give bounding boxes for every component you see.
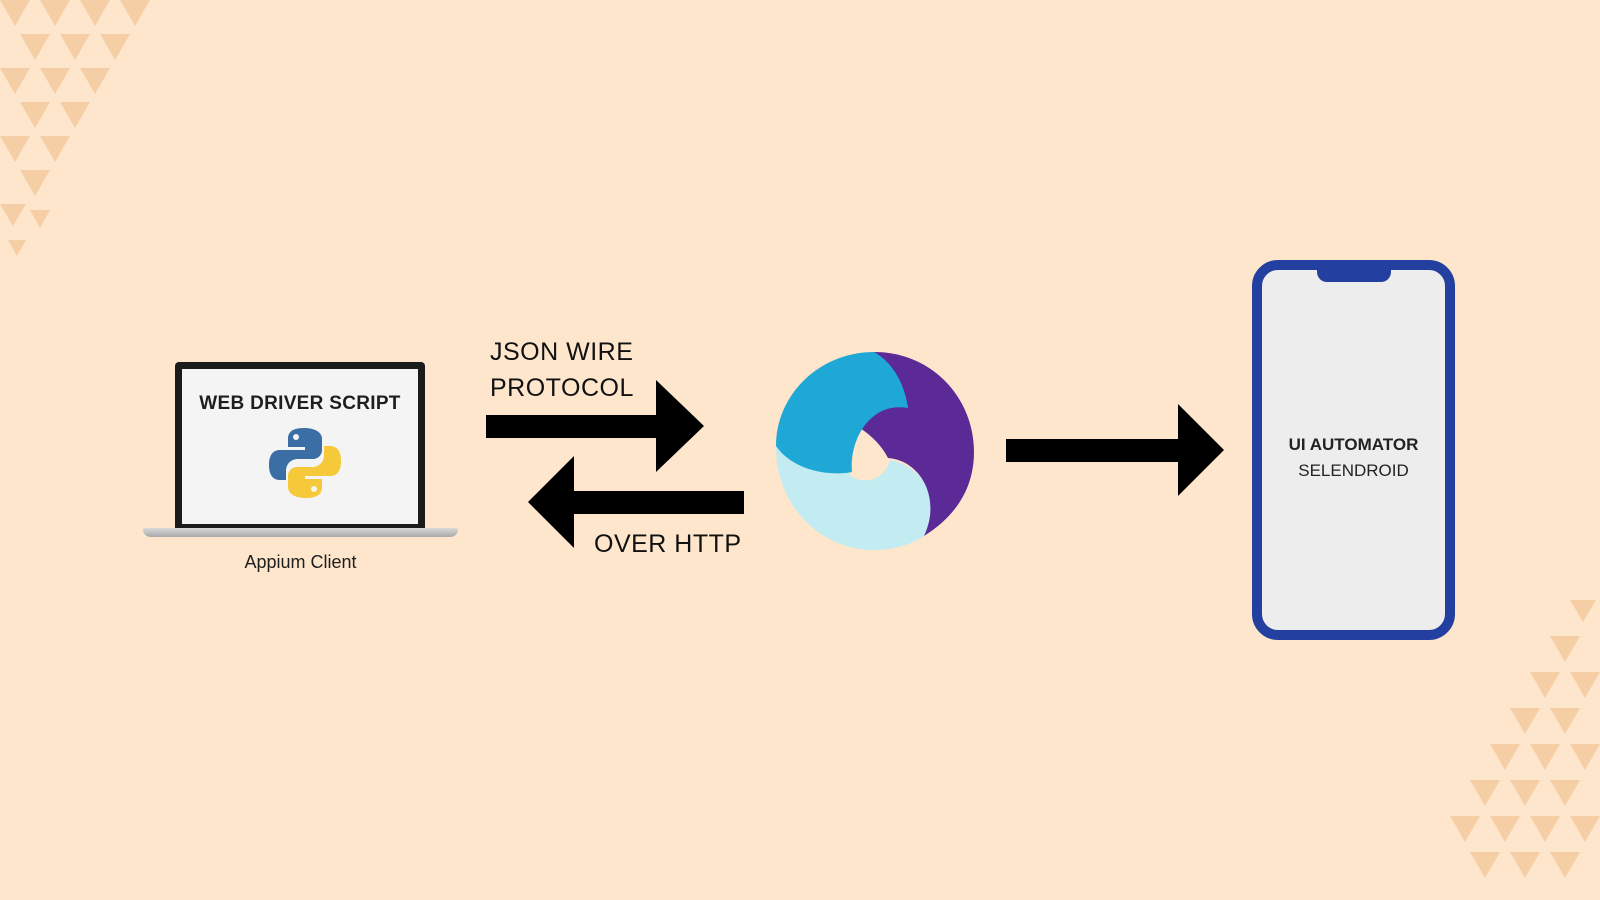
arrow-client-to-server — [486, 380, 704, 472]
json-wire-label: JSON WIRE — [490, 338, 634, 366]
ui-automator-label: UI AUTOMATOR — [1288, 435, 1419, 454]
protocol-label: PROTOCOL — [490, 374, 634, 402]
laptop: WEB DRIVER SCRIPT — [143, 362, 458, 542]
arrow-server-to-client — [528, 456, 744, 548]
python-logo-icon — [268, 426, 342, 500]
laptop-screen: WEB DRIVER SCRIPT — [175, 362, 425, 530]
selendroid-label: SELENDROID — [1298, 461, 1409, 480]
web-driver-script-title: WEB DRIVER SCRIPT — [199, 393, 401, 414]
laptop-base — [143, 528, 458, 537]
json-wire-protocol-label: JSON WIRE PROTOCOL — [490, 334, 634, 406]
triangle-pattern-top-left — [0, 0, 200, 320]
device-automation-label: UI AUTOMATOR SELENDROID — [1262, 432, 1445, 484]
laptop-display: WEB DRIVER SCRIPT — [182, 369, 418, 524]
appium-client-label: Appium Client — [244, 552, 357, 572]
appium-logo-icon — [772, 348, 976, 552]
smartphone: UI AUTOMATOR SELENDROID — [1252, 260, 1455, 640]
phone-notch — [1316, 268, 1391, 282]
over-http-label: OVER HTTP — [594, 530, 742, 558]
arrow-server-to-device — [1006, 404, 1224, 496]
